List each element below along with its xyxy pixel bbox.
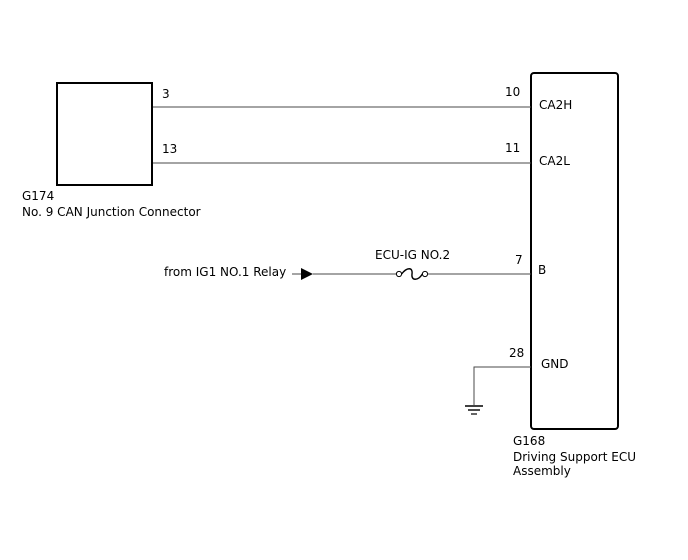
ca2h-ecu-pin: 10: [505, 85, 520, 99]
fuse-label: ECU-IG NO.2: [375, 248, 450, 262]
fuse-terminal-left: [395, 270, 403, 278]
junction-connector-code: G174: [22, 189, 54, 203]
ground-signal-label: GND: [541, 357, 569, 371]
fuse-terminal-right: [421, 270, 429, 278]
ca2h-connector-pin: 3: [162, 87, 170, 101]
junction-connector-name: No. 9 CAN Junction Connector: [22, 205, 201, 219]
ecu-box: [530, 72, 619, 430]
ca2l-signal-label: CA2L: [539, 154, 570, 168]
ecu-name-line1: Driving Support ECU: [513, 450, 636, 464]
ecu-name-line2: Assembly: [513, 464, 571, 478]
power-ecu-pin: 7: [515, 253, 523, 267]
ecu-code: G168: [513, 434, 545, 448]
power-source-label: from IG1 NO.1 Relay: [164, 265, 286, 279]
power-arrow-icon: [301, 268, 313, 280]
fuse-icon: [401, 268, 423, 280]
ground-wire: [473, 366, 531, 405]
ca2l-connector-pin: 13: [162, 142, 177, 156]
power-signal-label: B: [538, 263, 546, 277]
junction-connector-box: [56, 82, 153, 186]
ground-ecu-pin: 28: [509, 346, 524, 360]
ca2l-ecu-pin: 11: [505, 141, 520, 155]
ca2h-signal-label: CA2H: [539, 98, 572, 112]
